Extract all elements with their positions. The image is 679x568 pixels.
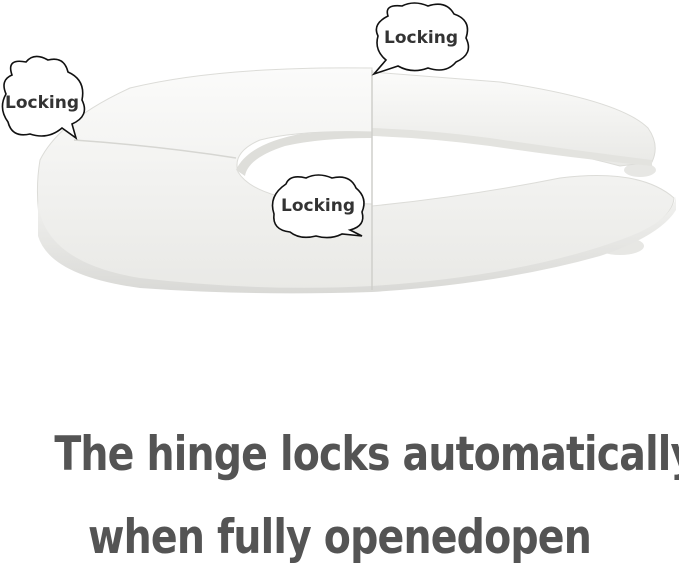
- hinge-seam-left: [73, 139, 237, 159]
- suction-foot-back: [624, 163, 656, 177]
- caption-line-2: when fully openedopen: [88, 510, 592, 565]
- callout-label-left: Locking: [5, 93, 79, 113]
- callout-bubble-center: Locking: [271, 174, 365, 239]
- callout-bubble-left: Locking: [1, 55, 86, 140]
- callout-label-center: Locking: [281, 196, 355, 216]
- folding-toilet-seat: [36, 67, 676, 294]
- callout-bubble-top: Locking: [371, 2, 470, 76]
- caption-line-1: The hinge locks automatically: [54, 427, 679, 482]
- seat-panel-back-right: [371, 71, 656, 167]
- callout-label-top: Locking: [384, 28, 458, 48]
